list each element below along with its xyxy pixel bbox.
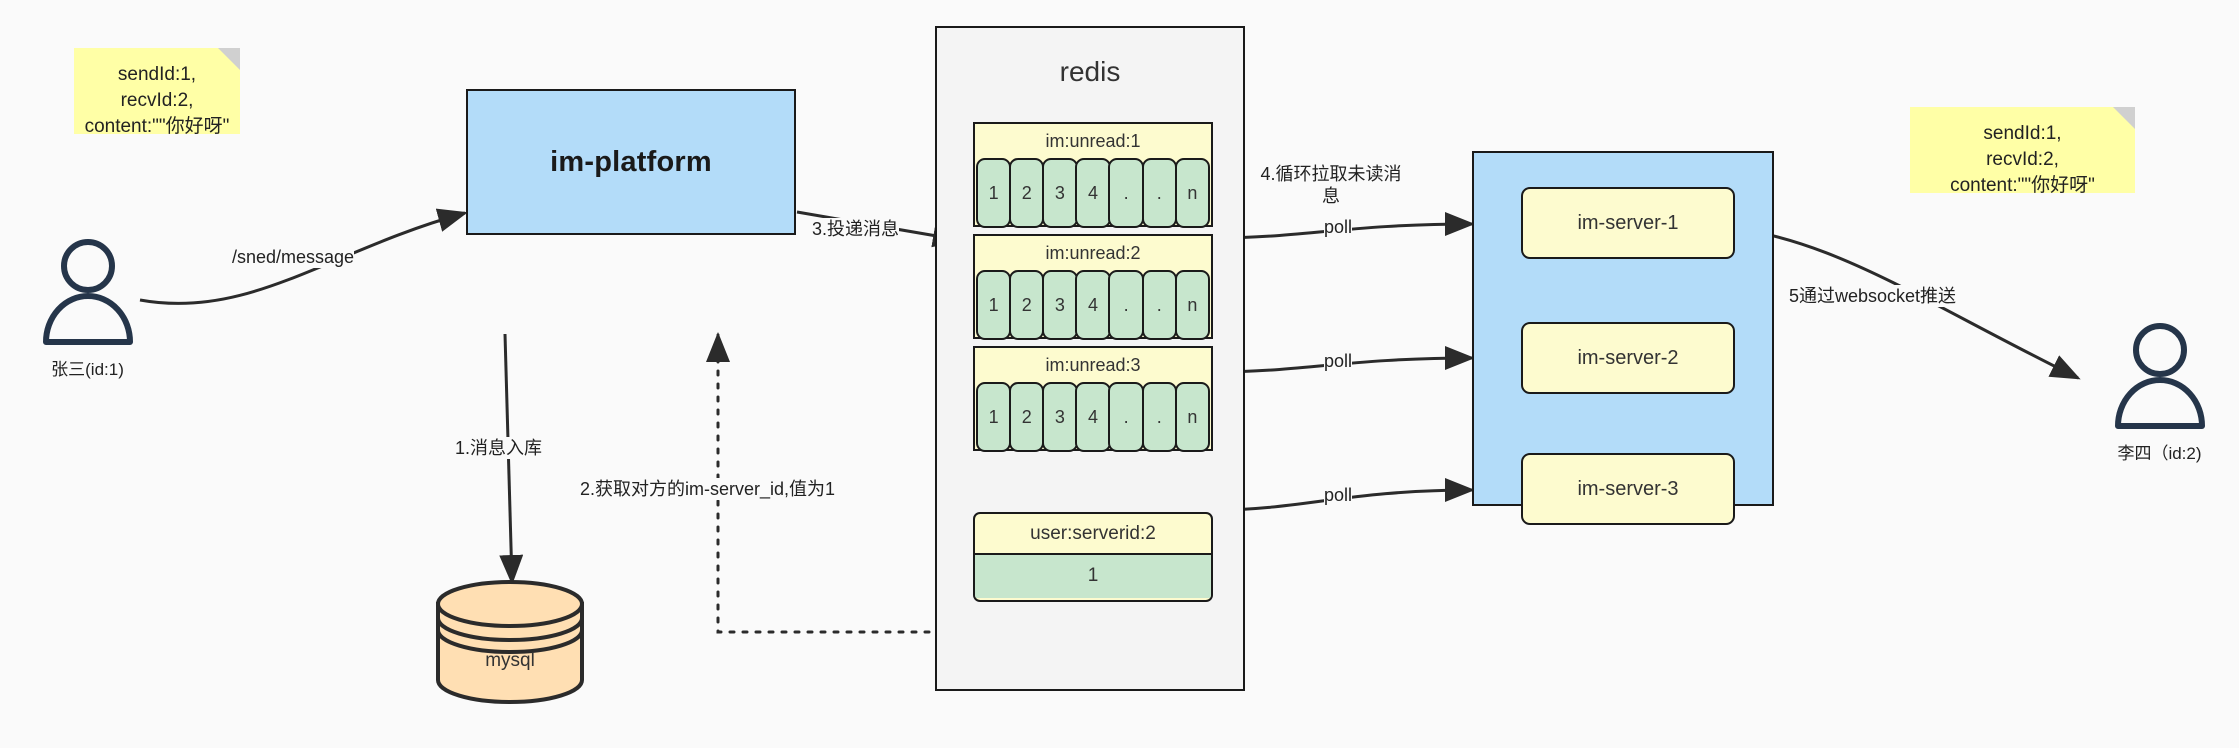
im-server-3-label: im-server-3 [1577, 477, 1679, 500]
redis-cell[interactable]: . [1141, 158, 1178, 228]
mysql-database[interactable]: mysql [430, 580, 590, 709]
actor-receiver-label: 李四（id:2) [2117, 444, 2202, 463]
actor-sender-label: 张三(id:1) [51, 360, 124, 379]
edge-label-poll-2: poll [1324, 350, 1353, 372]
redis-list-key: im:unread:1 [1045, 131, 1141, 151]
im-server-1-label: im-server-1 [1577, 211, 1679, 234]
im-platform-box[interactable]: im-platform [466, 89, 796, 235]
redis-list-group[interactable]: im:unread:1 1 2 3 4 . . n [973, 122, 1213, 228]
redis-list-group[interactable]: im:unread:2 1 2 3 4 . . n [973, 234, 1213, 340]
redis-cell[interactable]: . [1108, 270, 1144, 340]
redis-list-cells: 1 2 3 4 . . n [975, 382, 1211, 452]
im-server-2-label: im-server-2 [1577, 346, 1679, 369]
redis-cell[interactable]: 3 [1042, 270, 1078, 340]
actor-receiver: 李四（id:2) [2092, 322, 2227, 464]
redis-cell[interactable]: . [1108, 382, 1144, 452]
redis-list-key: im:unread:3 [1045, 355, 1141, 375]
person-icon [42, 239, 133, 345]
redis-cell[interactable]: 4 [1075, 382, 1111, 452]
redis-kv-value: 1 [975, 553, 1211, 598]
redis-cell[interactable]: 1 [975, 270, 1012, 340]
redis-cell[interactable]: 1 [975, 158, 1012, 228]
redis-cell[interactable]: 2 [1008, 270, 1045, 340]
sticky-note-left: sendId:1, recvId:2, content:""你好呀" [74, 48, 240, 137]
redis-kv-key: user:serverid:2 [1030, 523, 1156, 544]
im-platform-label: im-platform [550, 145, 712, 178]
im-server-3-box[interactable]: im-server-3 [1521, 453, 1735, 525]
redis-list-group[interactable]: im:unread:3 1 2 3 4 . . n [973, 346, 1213, 452]
database-cylinder-icon: mysql [436, 580, 584, 704]
edge-label-step2: 2.获取对方的im-server_id,值为1 [580, 478, 836, 500]
redis-cell[interactable]: . [1108, 158, 1144, 228]
redis-cell[interactable]: n [1174, 382, 1211, 452]
redis-list-key: im:unread:2 [1045, 243, 1141, 263]
redis-cell[interactable]: n [1174, 270, 1211, 340]
note-line: sendId:1, [117, 64, 197, 85]
redis-title: redis [1059, 56, 1121, 87]
note-line: content:""你好呀" [1950, 175, 2095, 196]
note-line: recvId:2, [120, 90, 194, 111]
redis-cell[interactable]: 3 [1042, 382, 1078, 452]
redis-cell[interactable]: 2 [1008, 382, 1045, 452]
redis-container: redis im:unread:1 1 2 3 4 . . n im:unrea… [935, 26, 1245, 691]
redis-cell[interactable]: n [1174, 158, 1211, 228]
edge-label-poll-3: poll [1324, 484, 1353, 506]
note-line: content:""你好呀" [84, 116, 230, 137]
edge-label-step4: 4.循环拉取未读消息 [1258, 163, 1404, 207]
note-fold-icon [218, 48, 240, 70]
redis-cell[interactable]: 1 [975, 382, 1012, 452]
im-server-1-box[interactable]: im-server-1 [1521, 187, 1735, 259]
sticky-note-right: sendId:1, recvId:2, content:""你好呀" [1910, 107, 2135, 196]
mysql-label: mysql [485, 650, 535, 671]
actor-sender: 张三(id:1) [20, 238, 155, 380]
redis-cell[interactable]: 3 [1042, 158, 1078, 228]
redis-cell[interactable]: . [1141, 382, 1178, 452]
edge-label-step3: 3.投递消息 [812, 218, 900, 240]
redis-list-cells: 1 2 3 4 . . n [975, 158, 1211, 228]
edge-label-step1: 1.消息入库 [455, 437, 543, 459]
person-icon [2114, 323, 2205, 429]
note-line: sendId:1, [1983, 123, 2062, 144]
note-line: recvId:2, [1986, 149, 2059, 170]
note-fold-icon [2113, 107, 2135, 129]
edge-label-step5: 5通过websocket推送 [1789, 285, 1957, 307]
redis-kv-group[interactable]: user:serverid:2 1 [973, 512, 1213, 602]
edge-label-send-message: /sned/message [232, 246, 355, 268]
edge-label-poll-1: poll [1324, 216, 1353, 238]
redis-cell[interactable]: 4 [1075, 158, 1111, 228]
redis-cell[interactable]: . [1141, 270, 1178, 340]
im-server-2-box[interactable]: im-server-2 [1521, 322, 1735, 394]
redis-list-cells: 1 2 3 4 . . n [975, 270, 1211, 340]
redis-cell[interactable]: 2 [1008, 158, 1045, 228]
redis-cell[interactable]: 4 [1075, 270, 1111, 340]
